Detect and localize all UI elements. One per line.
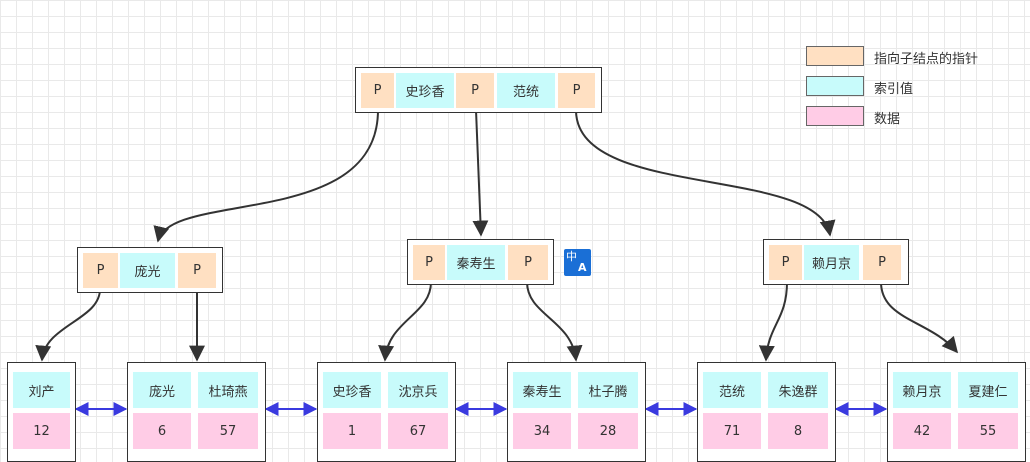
leaf-5-key-2: 朱逸群 xyxy=(768,372,828,408)
edge-root-to-node-qinshousheng xyxy=(472,109,489,237)
leaf-6-value-2: 55 xyxy=(958,413,1018,449)
edge-root-to-node-laiyuejing xyxy=(575,109,836,237)
legend-swatch-index xyxy=(806,76,864,96)
edge-node2-to-leaf4 xyxy=(526,281,583,362)
edge-node2-to-leaf3 xyxy=(378,281,432,362)
leaf-5-value-2: 8 xyxy=(768,413,828,449)
internal-node-1: P 庞光 P xyxy=(77,247,223,293)
leaf-6-key-2: 夏建仁 xyxy=(958,372,1018,408)
internal-2-pointer-right: P xyxy=(508,245,548,280)
legend-swatch-pointer xyxy=(806,46,864,66)
leaf-4-value-1: 34 xyxy=(513,413,571,449)
leaf-3-key-1: 史珍香 xyxy=(323,372,381,408)
translate-icon-a-glyph: A xyxy=(578,261,587,274)
leaf-node-3: 史珍香 沈京兵 1 67 xyxy=(317,362,456,462)
leaf-3-key-2: 沈京兵 xyxy=(388,372,448,408)
internal-3-pointer-right: P xyxy=(863,245,901,280)
leaf-1-key-1: 刘产 xyxy=(13,372,70,408)
leaf-node-1: 刘产 12 xyxy=(7,362,76,462)
leaf-5-key-1: 范统 xyxy=(703,372,761,408)
leaf-2-key-2: 杜琦燕 xyxy=(198,372,258,408)
legend-swatch-data xyxy=(806,106,864,126)
translate-icon[interactable]: 中 A xyxy=(564,249,591,276)
root-pointer-1: P xyxy=(361,73,394,108)
root-node: P 史珍香 P 范统 P xyxy=(355,67,602,113)
leaf-2-value-2: 57 xyxy=(198,413,258,449)
leaf-node-4: 秦寿生 杜子腾 34 28 xyxy=(507,362,646,462)
leaf-6-key-1: 赖月京 xyxy=(893,372,951,408)
internal-3-key: 赖月京 xyxy=(804,245,859,280)
leaf-5-value-1: 71 xyxy=(703,413,761,449)
internal-1-pointer-right: P xyxy=(178,253,216,288)
root-key-2: 范统 xyxy=(497,73,555,108)
legend-label-data: 数据 xyxy=(874,112,901,127)
leaf-6-value-1: 42 xyxy=(893,413,951,449)
edge-root-to-node-pangguang xyxy=(153,109,379,243)
leaf-3-value-2: 67 xyxy=(388,413,448,449)
edge-node3-to-leaf6 xyxy=(880,281,959,354)
internal-1-key: 庞光 xyxy=(120,253,175,288)
edge-node3-to-leaf5 xyxy=(758,281,788,362)
leaf-3-value-1: 1 xyxy=(323,413,381,449)
legend-label-pointer: 指向子结点的指针 xyxy=(874,52,979,67)
root-pointer-3: P xyxy=(558,73,595,108)
internal-node-3: P 赖月京 P xyxy=(763,239,909,285)
internal-node-2: P 秦寿生 P xyxy=(407,239,554,285)
leaf-2-value-1: 6 xyxy=(133,413,191,449)
leaf-node-2: 庞光 杜琦燕 6 57 xyxy=(127,362,266,462)
internal-2-key: 秦寿生 xyxy=(447,245,505,280)
leaf-1-value-1: 12 xyxy=(13,413,70,449)
edge-node1-to-leaf1 xyxy=(35,288,101,362)
internal-2-pointer-left: P xyxy=(413,245,445,280)
leaf-node-5: 范统 朱逸群 71 8 xyxy=(697,362,836,462)
leaf-4-value-2: 28 xyxy=(578,413,638,449)
internal-3-pointer-left: P xyxy=(769,245,802,280)
leaf-4-key-1: 秦寿生 xyxy=(513,372,571,408)
root-key-1: 史珍香 xyxy=(396,73,454,108)
internal-1-pointer-left: P xyxy=(83,253,118,288)
leaf-4-key-2: 杜子腾 xyxy=(578,372,638,408)
leaf-2-key-1: 庞光 xyxy=(133,372,191,408)
legend-label-index: 索引值 xyxy=(874,82,914,97)
leaf-node-6: 赖月京 夏建仁 42 55 xyxy=(887,362,1026,462)
translate-icon-cn-glyph: 中 xyxy=(566,250,577,263)
root-pointer-2: P xyxy=(456,73,494,108)
